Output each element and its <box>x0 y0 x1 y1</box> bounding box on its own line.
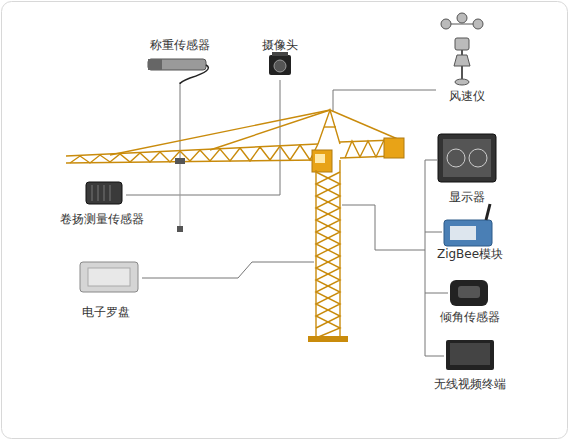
device-label: 风速仪 <box>448 89 486 103</box>
device-label: 倾角传感器 <box>439 310 501 324</box>
device-label: ZigBee模块 <box>436 247 504 261</box>
device-label: 无线视频终端 <box>433 377 507 391</box>
device-label: 电子罗盘 <box>81 305 131 319</box>
device-label: 摄像头 <box>261 38 299 52</box>
device-label: 称重传感器 <box>149 38 211 52</box>
device-label: 显示器 <box>448 190 486 204</box>
device-label: 卷扬测量传感器 <box>59 212 145 226</box>
